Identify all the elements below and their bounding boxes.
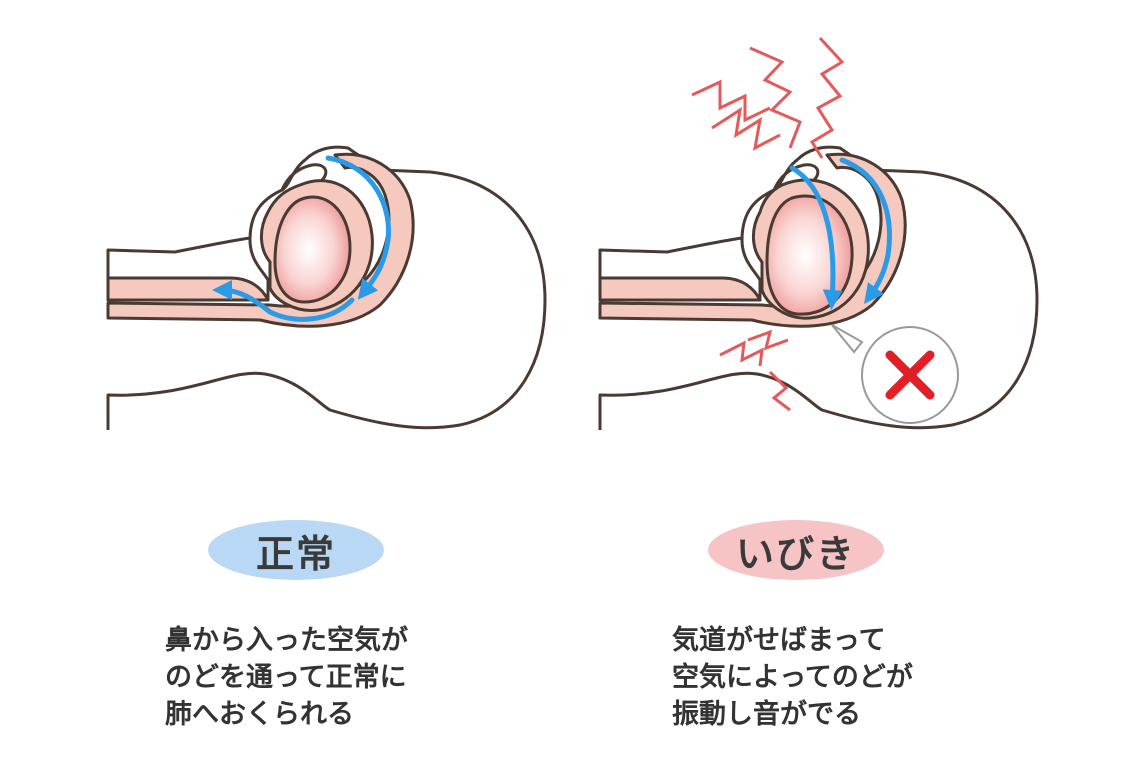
normal-tongue [273,195,352,304]
zigzag-icon [691,36,845,412]
snore-nose [772,163,820,192]
snore-caption-line: 振動し音がでる [672,699,861,730]
snore-caption: 気道がせばまって 空気によってのどが 振動し音がでる [672,622,913,733]
normal-caption-line: 鼻から入った空気が [165,625,408,656]
snore-caption-line: 気道がせばまって [672,625,886,656]
snore-tongue [765,194,854,316]
normal-caption-line: のどを通って正常に [165,662,407,693]
snore-airway-tissue [598,152,907,328]
normal-nose [280,163,328,192]
snore-airflow-arrow-nose [839,157,892,305]
normal-label: 正常 [255,531,336,576]
normal-badge-ellipse [208,520,384,580]
normal-airflow-arrow-lower [212,280,355,322]
normal-panel [106,145,547,430]
normal-caption: 鼻から入った空気が のどを通って正常に 肺へおくられる [165,622,408,733]
snore-badge-ellipse [708,520,884,580]
cross-icon [885,350,935,400]
snore-caption-line: 空気によってのどが [672,662,913,693]
blocked-callout-tail [831,324,864,354]
normal-label-badge: 正常 [208,520,384,580]
snore-neck-tube [598,276,762,302]
normal-airflow-arrow [325,155,391,300]
snore-label: いびき [735,531,856,576]
normal-airway-tissue [106,152,415,328]
snore-airflow-arrow-mouth [789,165,843,310]
normal-caption-line: 肺へおくられる [165,699,354,730]
snore-label-badge: いびき [708,520,884,580]
snore-panel [598,145,1039,430]
